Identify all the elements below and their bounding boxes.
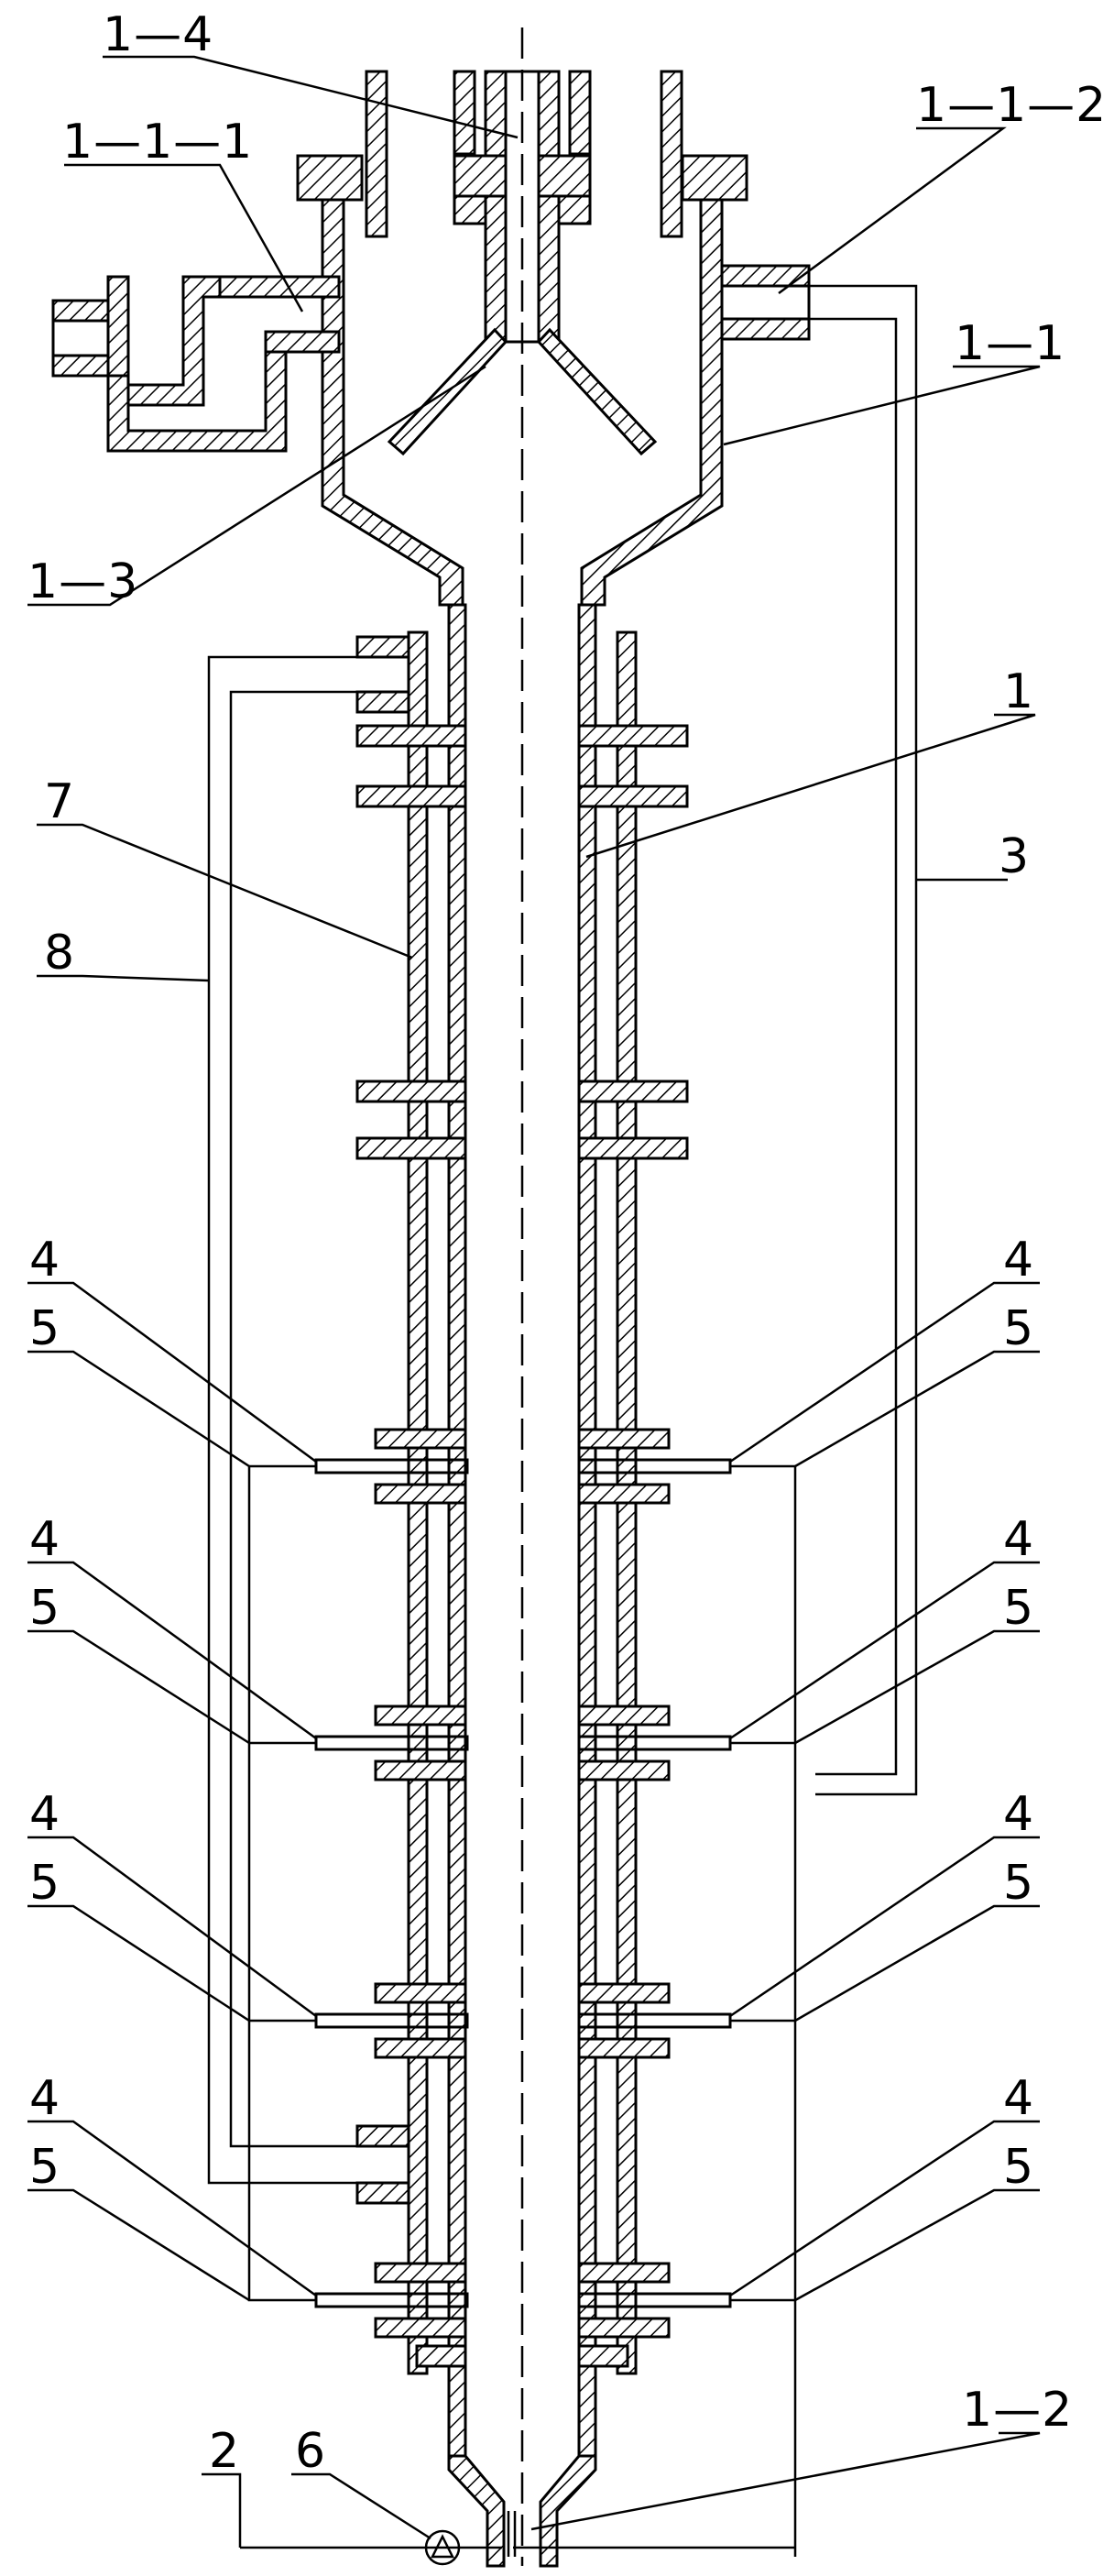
label-1-4: 1—4 [103,7,213,62]
leader-lines [27,55,1041,2548]
label-7: 7 [44,774,75,829]
tube-flanges [355,724,689,2339]
label-5-row2-right: 5 [1003,1581,1034,1636]
label-4-row3-right: 4 [1003,1787,1034,1842]
label-1-1: 1—1 [955,316,1065,371]
jacket-nozzles [355,635,410,2205]
label-1: 1 [1003,664,1034,719]
label-8: 8 [44,926,75,981]
label-1-1-1: 1—1—1 [62,115,253,170]
label-4-row2-right: 4 [1003,1512,1034,1567]
label-4-row1-left: 4 [29,1233,60,1288]
label-1-3: 1—3 [27,554,138,609]
label-5-row1-right: 5 [1003,1301,1034,1356]
upper-chamber [296,154,748,607]
label-2: 2 [209,2424,240,2479]
label-4-row3-left: 4 [29,1787,60,1842]
label-3: 3 [999,829,1030,884]
label-6: 6 [295,2424,326,2479]
bottom-outlet [415,2344,629,2568]
label-1-1-2: 1—1—2 [916,78,1107,133]
side-inlet-nozzle [51,275,341,453]
pipe-3 [809,284,918,1796]
side-outlet-nozzle [720,264,811,341]
label-4-row4-left: 4 [29,2071,60,2126]
label-4-row2-left: 4 [29,1512,60,1567]
label-4-row1-right: 4 [1003,1233,1034,1288]
label-5-row4-left: 5 [29,2140,60,2195]
callout-labels: 1—4 1—1—1 1—1—2 1—1 1—3 1 7 3 8 4 5 4 5 … [27,7,1107,2479]
label-1-2: 1—2 [962,2383,1073,2438]
label-5-row3-left: 5 [29,1856,60,1911]
label-4-row4-right: 4 [1003,2071,1034,2126]
feed-line [240,2511,795,2566]
label-5-row1-left: 5 [29,1301,60,1356]
pipe-8 [207,655,357,2185]
label-5-row3-right: 5 [1003,1856,1034,1911]
label-5-row2-left: 5 [29,1581,60,1636]
top-inlet-pipe [365,70,683,344]
label-5-row4-right: 5 [1003,2140,1034,2195]
